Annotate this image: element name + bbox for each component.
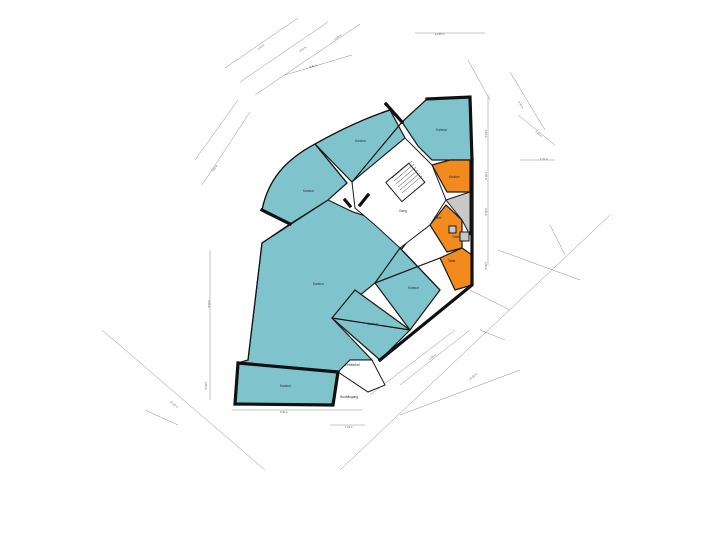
dim-label: 7,15 m <box>345 425 353 429</box>
room-label: Kantoor <box>408 286 420 290</box>
dimension-labels: 1,245 m 2,20 m 3,10 m 4,05 m 2,85 m 5,60… <box>169 32 548 429</box>
room-label: Kantoor <box>303 189 315 193</box>
dim-label: 4,45 m <box>428 353 437 361</box>
stair-icon <box>391 160 423 194</box>
room-label: Toilet <box>434 216 442 220</box>
room-label: Toilet <box>452 235 460 239</box>
room-label: Toilet <box>448 259 456 263</box>
toilet-room-2 <box>439 247 473 291</box>
dim-label: 8,40 m <box>280 410 288 414</box>
dim-label: 5,20 m <box>207 300 211 308</box>
dimension-lines <box>101 17 611 471</box>
room-label: Keuken <box>449 175 460 179</box>
room-label: Kantoor <box>367 322 379 326</box>
room-label: Kantoor <box>436 128 448 132</box>
dim-label: 4,90 m <box>484 262 488 270</box>
room-label: Gang <box>399 209 407 213</box>
dim-label: 1,90 m <box>484 172 488 180</box>
toilet-fixture <box>459 231 470 242</box>
wet-rooms <box>429 159 473 291</box>
dim-label: 5,60 m <box>484 130 488 138</box>
dim-label: 10,25 m <box>169 400 179 409</box>
hallway <box>337 137 447 393</box>
room-label: Kantoor <box>313 282 325 286</box>
dim-label: 1,70 m <box>540 157 548 161</box>
dim-label: 2,60 m <box>204 382 208 390</box>
walls <box>233 95 474 407</box>
sink-fixture <box>448 225 457 234</box>
dim-label: 3,10 m <box>298 45 307 53</box>
dim-label: 2,20 m <box>256 43 265 51</box>
storage-room <box>445 191 471 236</box>
dim-label: 2,40 m <box>534 130 543 138</box>
entrance-area <box>337 359 386 393</box>
dim-label: 2,85 m <box>309 63 318 69</box>
dim-label: 1,245 m <box>435 32 444 36</box>
room-label: Kantoor <box>280 384 292 388</box>
room-label: Hoofdingang <box>340 395 358 399</box>
dim-label: 3,30 m <box>484 208 488 216</box>
room-label: Entree/hal <box>345 363 360 367</box>
dim-label: 6,75 m <box>517 100 525 109</box>
dim-label: 3,85 m <box>211 164 219 173</box>
kitchen-room <box>431 159 471 193</box>
dim-label: 12,30 m <box>468 372 478 381</box>
dim-label: 4,05 m <box>333 33 342 41</box>
rooms <box>234 96 473 406</box>
room-labels: Kantoor Kantoor Kantoor Kantoor Kantoor … <box>280 128 460 399</box>
room-label: Kantoor <box>355 139 367 143</box>
